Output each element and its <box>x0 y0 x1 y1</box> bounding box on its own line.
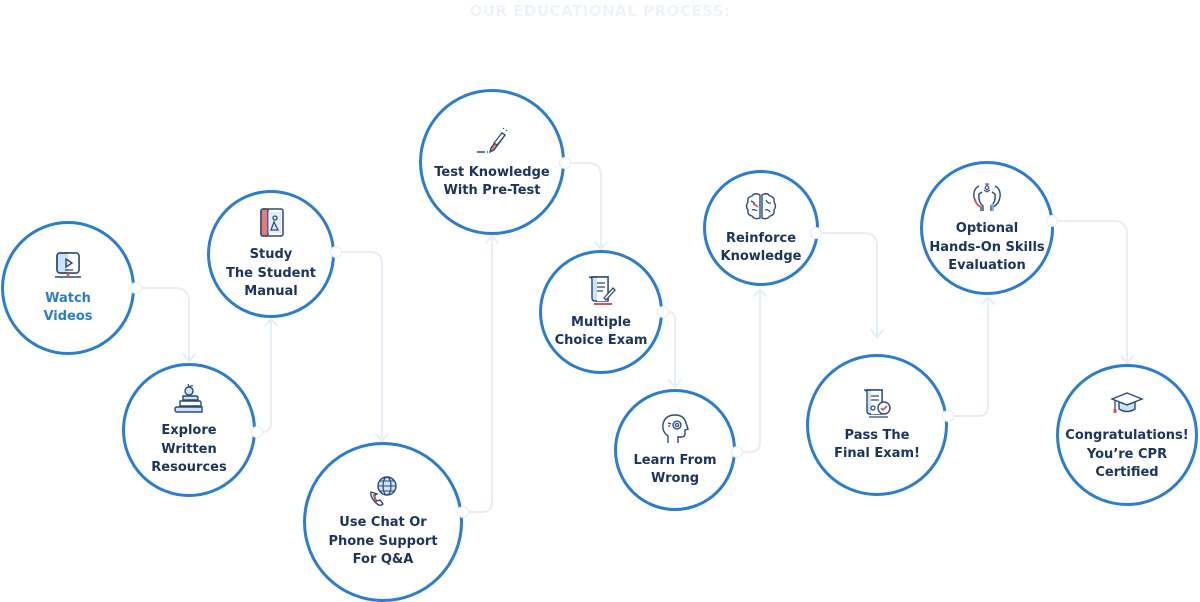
section-title: OUR EDUCATIONAL PROCESS: <box>469 2 731 20</box>
step-pass-final-exam: Pass The Final Exam! <box>806 354 948 496</box>
step-multiple-choice-exam: Multiple Choice Exam <box>539 250 663 374</box>
step-label: Learn From Wrong <box>633 452 717 487</box>
connector-dot <box>130 282 142 294</box>
arrow-head-7 <box>668 379 682 388</box>
connector-10-11 <box>1053 220 1128 363</box>
connector-dot <box>810 227 822 239</box>
step-label: Reinforce Knowledge <box>720 230 802 265</box>
connector-5-6 <box>567 162 602 249</box>
phone-globe-icon <box>370 476 397 507</box>
step-explore-written-resources: Explore Written Resources <box>122 363 256 497</box>
certificate-check-icon <box>863 388 891 418</box>
step-label: Explore Written Resources <box>151 423 227 476</box>
step-reinforce-knowledge: Reinforce Knowledge <box>703 170 819 286</box>
step-hands-on-skills-evaluation: Optional Hands-On Skills Evaluation <box>920 161 1054 295</box>
connector-dot <box>457 506 469 518</box>
step-label: Optional Hands-On Skills Evaluation <box>929 221 1045 274</box>
step-cpr-certified: Congratulations! You’re CPR Certified <box>1056 364 1198 506</box>
step-study-student-manual: Study The Student Manual <box>207 190 335 318</box>
connector-2-3 <box>255 319 272 433</box>
step-label: Congratulations! You’re CPR Certified <box>1065 428 1189 481</box>
pencil-icon <box>477 127 508 153</box>
connector-6-7 <box>664 311 676 387</box>
connector-dot <box>559 157 571 169</box>
graduation-cap-icon <box>1110 392 1144 414</box>
arrow-head-8 <box>753 288 767 297</box>
exam-scroll-pen-icon <box>588 275 616 305</box>
video-screen-icon <box>55 251 81 278</box>
arrow-head-2 <box>182 353 196 362</box>
step-test-knowledge-pretest: Test Knowledge With Pre-Test <box>419 89 565 235</box>
connector-dot <box>330 246 342 258</box>
step-watch-videos: Watch Videos <box>1 221 135 355</box>
arrow-head-9 <box>870 329 884 338</box>
book-stack-apple-icon <box>174 384 203 413</box>
step-label: Test Knowledge With Pre-Test <box>434 164 550 199</box>
hands-skills-icon <box>973 183 1001 212</box>
step-label: Pass The Final Exam! <box>834 427 920 462</box>
head-gears-icon <box>662 413 689 443</box>
connector-dot <box>942 410 954 422</box>
connector-dot <box>1046 215 1058 227</box>
connector-dot <box>657 306 669 318</box>
connector-dot <box>731 446 743 458</box>
step-chat-phone-support: Use Chat Or Phone Support For Q&A <box>303 442 463 602</box>
arrow-head-3 <box>264 318 278 327</box>
connector-4-5 <box>465 236 493 513</box>
manual-book-icon <box>260 208 284 237</box>
step-label: Multiple Choice Exam <box>554 314 648 349</box>
arrow-head-5 <box>485 235 499 244</box>
connector-1-2 <box>140 287 190 361</box>
step-label: Use Chat Or Phone Support For Q&A <box>328 515 438 568</box>
step-learn-from-wrong: Learn From Wrong <box>614 389 736 511</box>
step-label: Study The Student Manual <box>226 247 316 300</box>
connector-8-9 <box>817 232 878 337</box>
connector-7-8 <box>739 289 761 453</box>
arrow-head-11 <box>1120 355 1134 364</box>
connector-dot <box>251 426 263 438</box>
arrow-head-10 <box>981 296 995 305</box>
step-label: Watch Videos <box>43 290 93 325</box>
connector-9-10 <box>949 297 989 417</box>
connector-3-4 <box>340 251 383 441</box>
arrow-head-6 <box>594 241 608 250</box>
brain-icon <box>745 192 777 219</box>
arrow-head-4 <box>375 433 389 442</box>
